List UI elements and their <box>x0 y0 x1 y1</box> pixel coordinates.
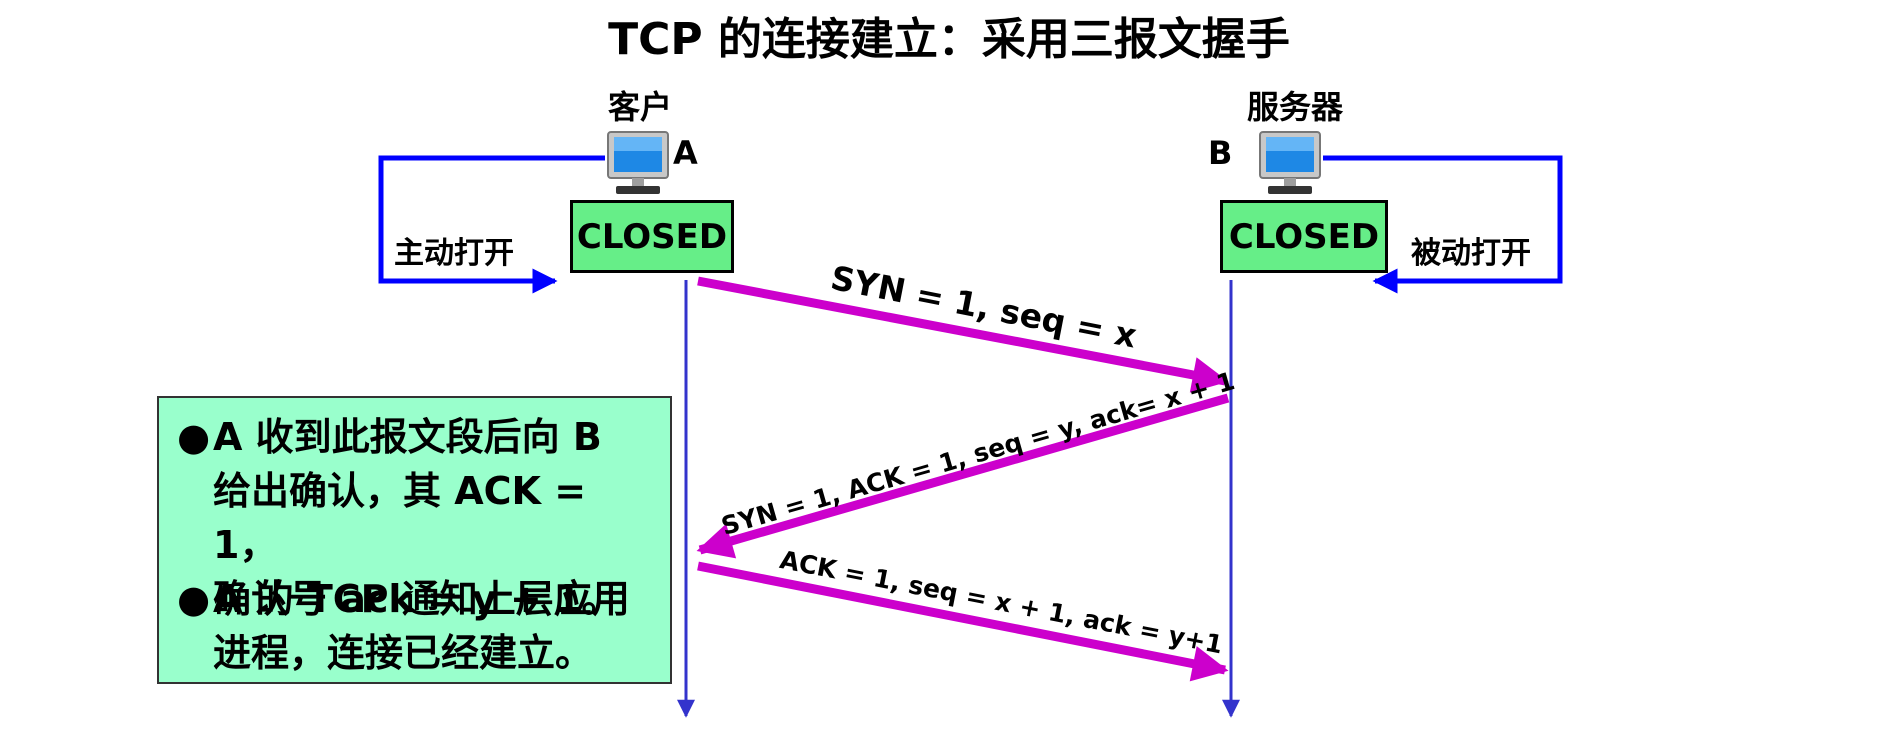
passive-open-arrow <box>1323 155 1563 294</box>
server-letter: B <box>1208 134 1233 172</box>
note-text-1: A 收到此报文段后向 B 给出确认，其 ACK = 1， 确认号 ack = y… <box>213 415 620 621</box>
message-arrow-2 <box>696 393 1230 559</box>
note-text-2: A 的 TCP 通知上层应用 进程，连接已经建立。 <box>213 577 630 675</box>
message-arrow-1 <box>697 276 1229 393</box>
server-role-label: 服务器 <box>1247 88 1344 126</box>
passive-open-label: 被动打开 <box>1411 236 1531 271</box>
message-arrow-3 <box>697 561 1229 682</box>
client-computer-icon <box>606 130 670 200</box>
client-state-label: CLOSED <box>576 216 728 257</box>
client-letter: A <box>673 134 698 172</box>
server-state-label: CLOSED <box>1228 216 1380 257</box>
server-computer-icon <box>1258 130 1322 200</box>
server-state-box: CLOSED <box>1220 200 1388 273</box>
bullet-icon: ● <box>177 577 211 621</box>
active-open-label: 主动打开 <box>394 236 514 271</box>
note-box: ● A 收到此报文段后向 B 给出确认，其 ACK = 1， 确认号 ack =… <box>157 396 672 684</box>
client-role-label: 客户 <box>608 88 673 126</box>
page-title: TCP 的连接建立：采用三报文握手 <box>608 14 1290 65</box>
client-state-box: CLOSED <box>570 200 734 273</box>
bullet-icon: ● <box>177 415 211 459</box>
active-open-arrow <box>378 155 605 294</box>
